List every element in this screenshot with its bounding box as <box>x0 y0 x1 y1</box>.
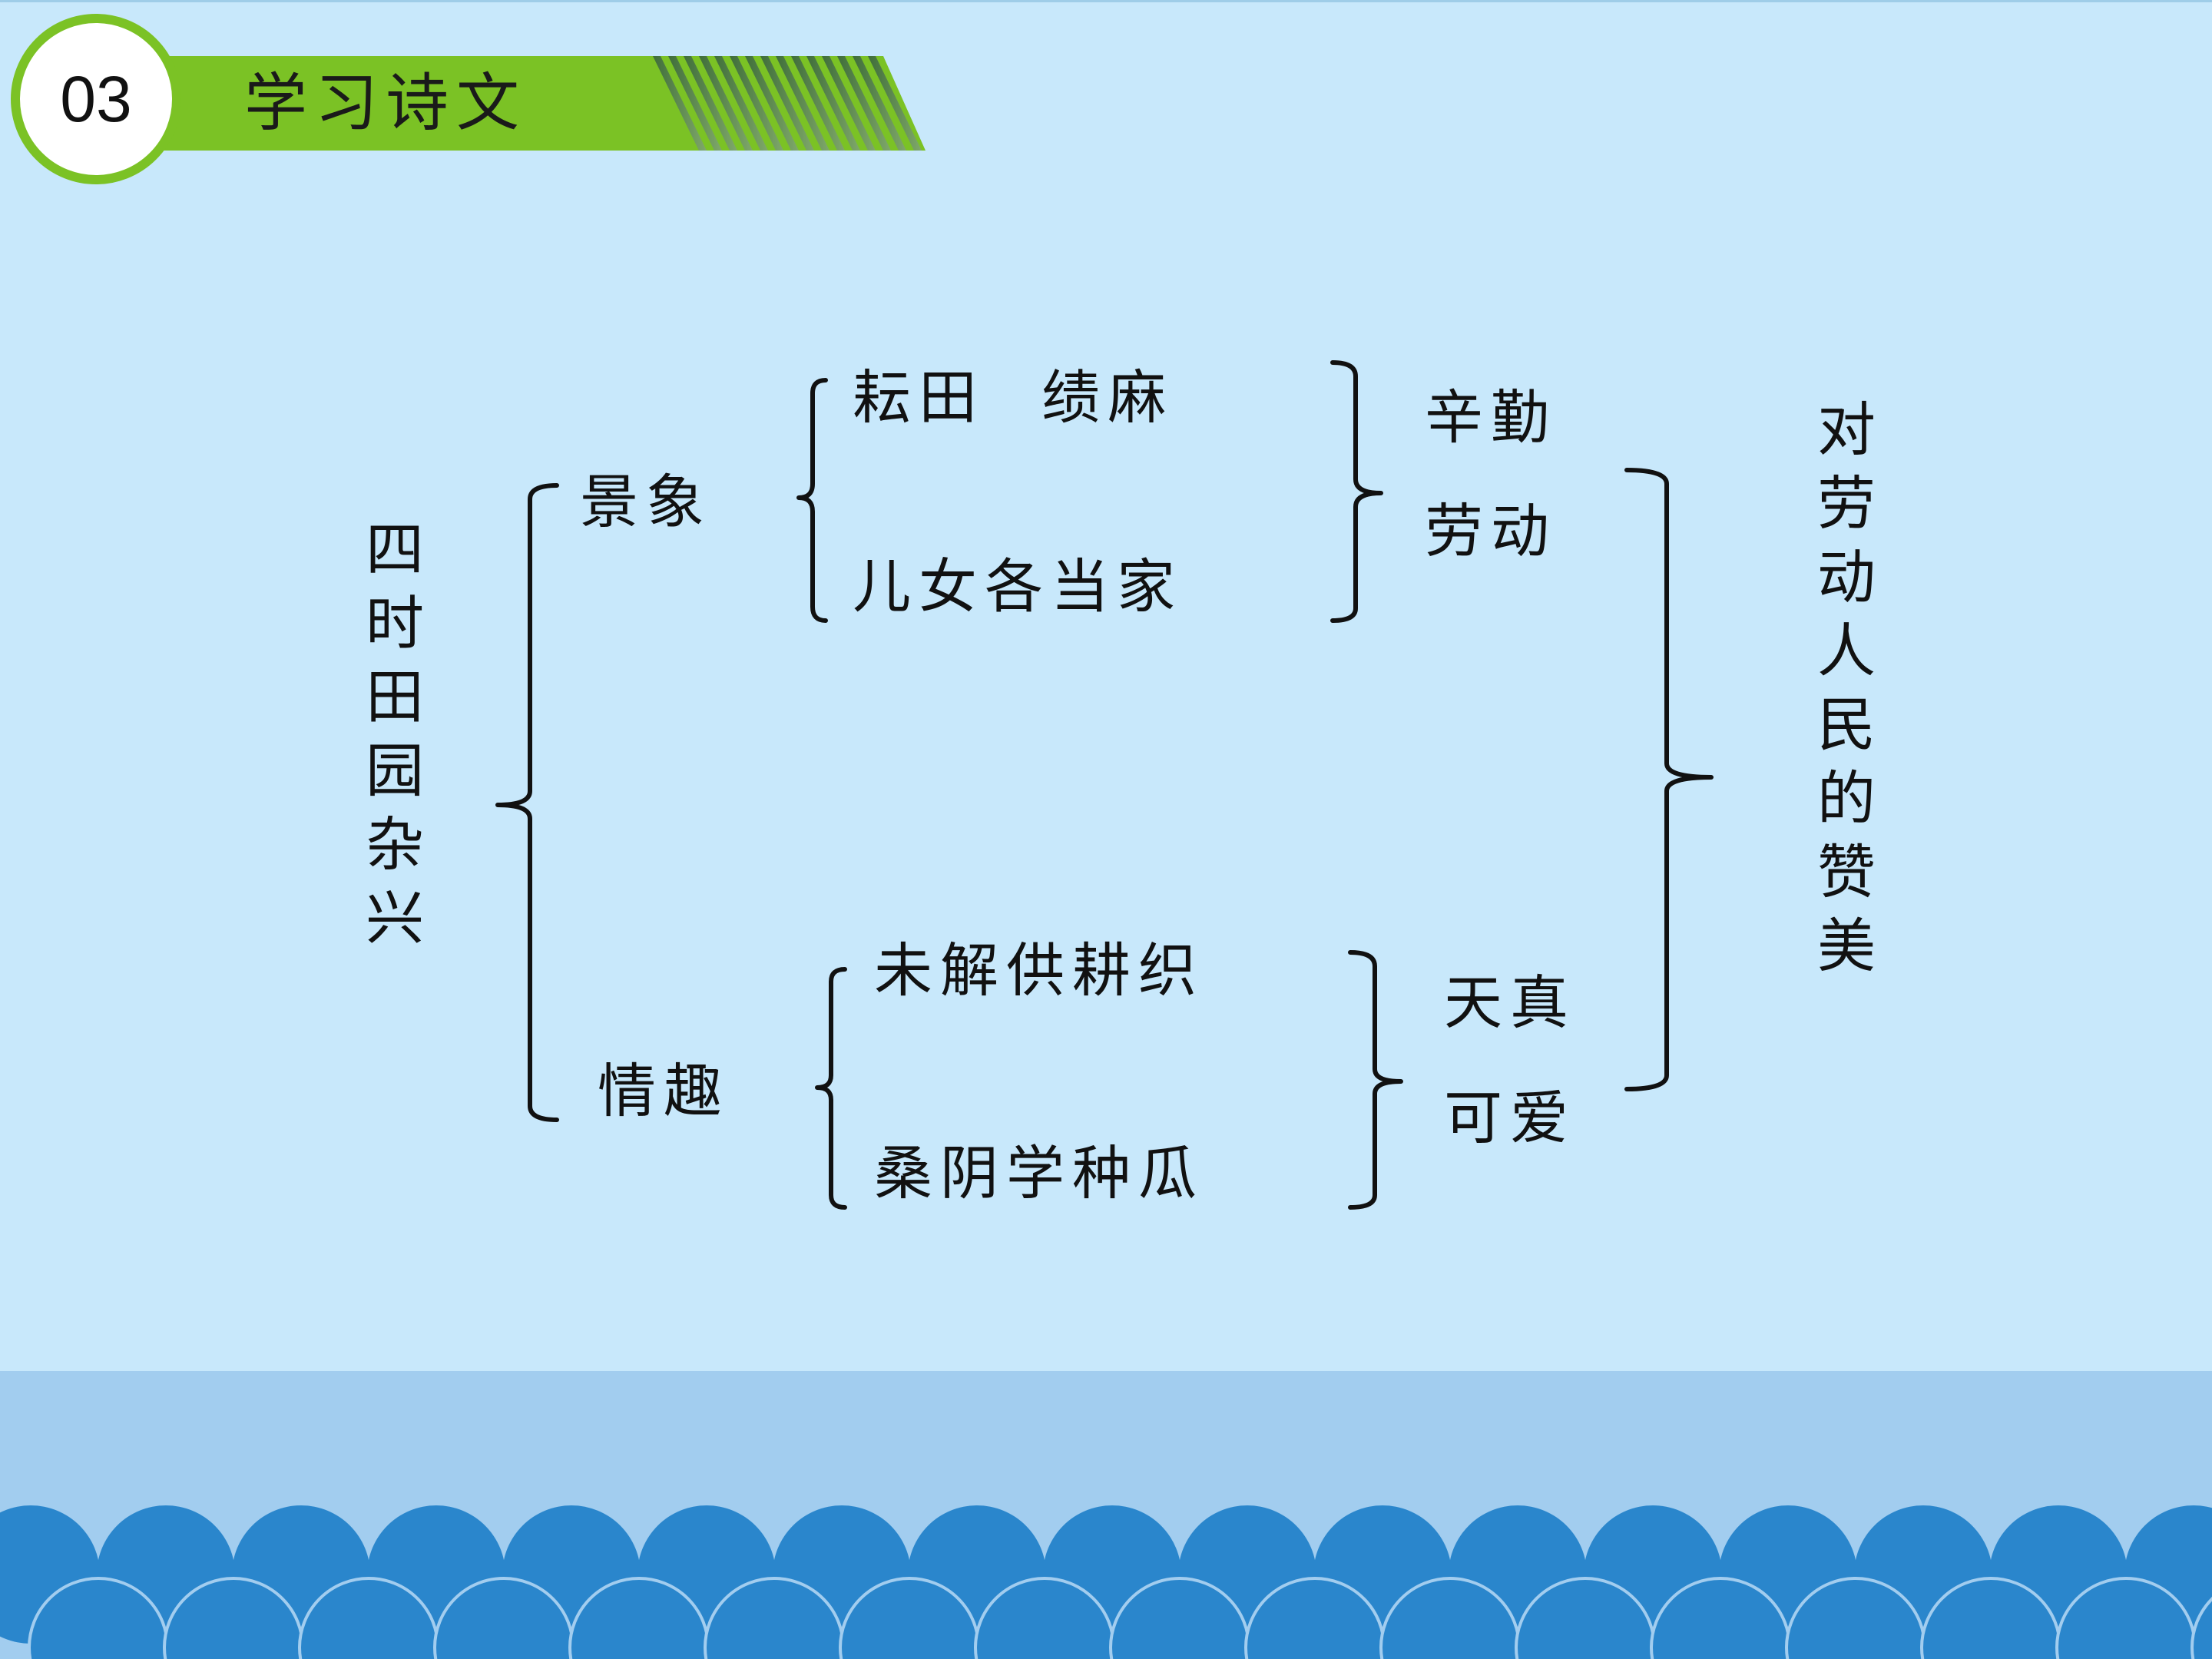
header-stripes <box>653 56 929 151</box>
scenery-line-2: 儿女各当家 <box>853 552 1183 621</box>
brace-scenery-right <box>1330 360 1383 623</box>
poem-title: 四时田园杂兴 <box>366 515 424 952</box>
interest-line-2: 桑阴学种瓜 <box>874 1139 1204 1207</box>
quality-innocent: 天真 <box>1444 969 1576 1037</box>
section-title: 学习诗文 <box>244 67 528 140</box>
interest-line-1: 未解供耕织 <box>874 936 1204 1005</box>
brace-interest <box>815 967 847 1210</box>
section-number: 03 <box>60 62 132 135</box>
branch-scenery: 景象 <box>580 468 712 536</box>
brace-main <box>495 483 559 1122</box>
scenery-line-1: 耘田 绩麻 <box>853 363 1174 432</box>
quality-labor: 劳动 <box>1425 497 1557 565</box>
quality-lovely: 可爱 <box>1444 1084 1576 1152</box>
brace-interest-right <box>1348 950 1403 1210</box>
brace-final <box>1624 468 1714 1091</box>
brace-scenery <box>796 378 828 623</box>
wave-decoration <box>0 1505 2212 1659</box>
conclusion: 对劳动人民的赞美 <box>1817 396 1876 980</box>
branch-interest: 情趣 <box>598 1057 730 1125</box>
wave-scallop <box>2190 1596 2212 1659</box>
quality-diligent: 辛勤 <box>1425 383 1557 452</box>
top-border <box>0 0 2212 2</box>
